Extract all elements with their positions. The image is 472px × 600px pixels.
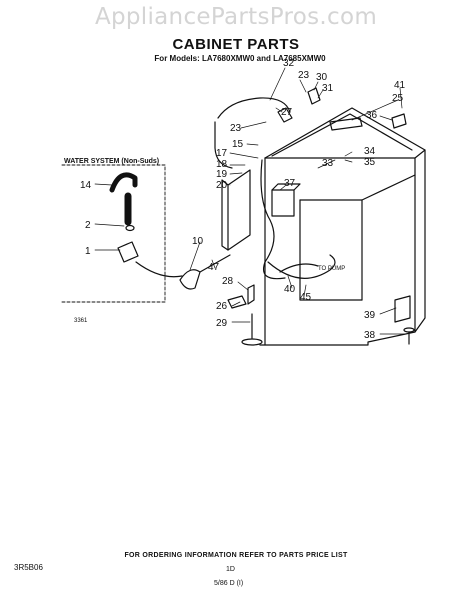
callout-38: 38 [364, 330, 376, 341]
bracket-20-side [221, 179, 229, 251]
callout-18: 18 [216, 159, 228, 170]
part-27 [277, 107, 293, 123]
fill-hose [135, 261, 183, 278]
bracket-20 [227, 169, 251, 251]
callout-10: 10 [192, 236, 204, 247]
fitting-10 [179, 269, 201, 290]
inset-label: WATER SYSTEM (Non-Suds) [64, 158, 160, 165]
callout-20: 20 [216, 180, 228, 191]
pump-label: TO PUMP [318, 266, 345, 272]
hose-upper [217, 97, 291, 119]
cabinet-back-inner [299, 199, 363, 301]
callout-28: 28 [222, 276, 234, 287]
callout-34: 34 [364, 146, 376, 157]
leaders [94, 67, 407, 335]
callout-27: 27 [281, 107, 293, 118]
lid-hinge-25 [329, 117, 363, 131]
leg-29-foot [241, 338, 263, 346]
callout-26: 26 [216, 301, 228, 312]
callout-41: 41 [394, 80, 406, 91]
callout-1: 1 [85, 246, 91, 257]
timer-block [271, 189, 295, 217]
drawing-code: 3361 [74, 318, 88, 324]
page-number: 1D [226, 566, 235, 573]
cabinet-right-edge [414, 149, 426, 333]
hose-left [214, 121, 233, 169]
leg-28 [247, 284, 255, 305]
cabinet-top [264, 107, 426, 159]
callout-40: 40 [284, 284, 296, 295]
callout-32: 32 [283, 58, 295, 69]
cabinet-shelf [299, 174, 416, 201]
watermark: AppliancePartsPros.com [94, 4, 378, 30]
model-subtitle: For Models: LA7680XMW0 and LA7685XMW0 [154, 54, 326, 63]
callout-17: 17 [216, 148, 228, 159]
inset-box [61, 164, 166, 303]
timer-block-top [271, 183, 301, 191]
callout-35: 35 [364, 157, 376, 168]
callout-47: 47 [208, 262, 220, 273]
callout-23b: 23 [230, 123, 242, 134]
callout-23a: 23 [298, 70, 310, 81]
callout-29: 29 [216, 318, 228, 329]
drain-hose [267, 254, 336, 279]
callout-33: 33 [322, 158, 334, 169]
callout-39: 39 [364, 310, 376, 321]
callout-37: 37 [284, 178, 296, 189]
washer-2 [125, 224, 135, 232]
callout-2: 2 [85, 220, 91, 231]
doc-id: 3R5B06 [14, 563, 43, 572]
inlet-hose-14 [109, 172, 138, 193]
pump-hose [279, 263, 319, 273]
valve-1 [117, 241, 139, 263]
callout-15: 15 [232, 139, 244, 150]
callout-36: 36 [366, 110, 378, 121]
callout-31: 31 [322, 83, 334, 94]
part-36 [391, 113, 407, 129]
page-title: CABINET PARTS [172, 36, 300, 53]
footer-code: 5/86 D (I) [214, 580, 244, 587]
callout-19: 19 [216, 169, 228, 180]
ordering-note: FOR ORDERING INFORMATION REFER TO PARTS … [124, 552, 348, 559]
clip-26 [227, 295, 247, 309]
callout-30: 30 [316, 72, 328, 83]
callout-14: 14 [80, 180, 92, 191]
cabinet-top-inner [271, 113, 413, 157]
callout-25: 25 [392, 93, 404, 104]
rear-bolt-head [403, 327, 415, 333]
rear-bracket [394, 295, 411, 323]
part-30-31 [307, 87, 321, 105]
wire-harness [260, 159, 286, 280]
callout-45: 45 [300, 292, 312, 303]
cabinet-front [259, 157, 416, 346]
hose-47 [199, 254, 231, 273]
